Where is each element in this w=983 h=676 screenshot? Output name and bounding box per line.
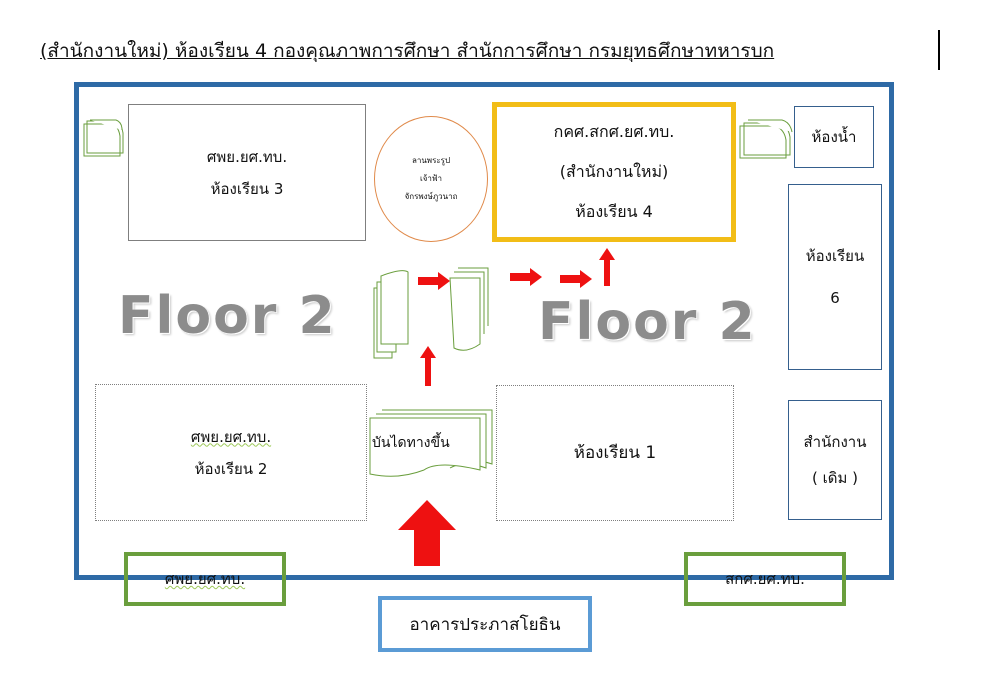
stairs-shape (369, 409, 493, 477)
toilet: ห้องน้ำ (794, 106, 874, 168)
room-3-line2: ห้องเรียน 3 (210, 179, 284, 198)
page-title: (สำนักงานใหม่) ห้องเรียน 4 กองคุณภาพการศ… (40, 40, 775, 62)
old-office-line2: ( เดิม ) (812, 469, 858, 487)
room-4-line1: กคศ.สกศ.ยศ.ทบ. (553, 122, 675, 141)
room-6: ห้องเรียน 6 (788, 184, 882, 370)
building-bottom-label: อาคารประภาสโยธิน (409, 614, 561, 635)
building-left-label: ศพย.ยศ.ทบ. (164, 570, 246, 588)
building-left-label-box: ศพย.ยศ.ทบ. (124, 552, 286, 606)
statue-line2: เจ้าฟ้า (419, 174, 443, 183)
room-1-line1: ห้องเรียน 1 (573, 443, 657, 463)
room-2: ศพย.ยศ.ทบ. ห้องเรียน 2 (95, 384, 367, 521)
room-3-line1: ศพย.ยศ.ทบ. (206, 147, 288, 166)
arrow-up-icon (420, 346, 436, 386)
document-stack-icon (83, 119, 124, 157)
text-cursor (938, 30, 940, 70)
arrow-right-icon (560, 270, 592, 288)
room-1: ห้องเรียน 1 (496, 385, 734, 521)
arrow-right-icon (418, 272, 450, 290)
arrow-up-icon (599, 248, 615, 286)
entrance-arrow-icon (398, 500, 456, 566)
room-4-line2: (สำนักงานใหม่) (559, 162, 669, 181)
room-2-line2: ห้องเรียน 2 (194, 459, 268, 478)
floor-label-left: Floor 2 (118, 286, 337, 346)
floor-label-right: Floor 2 (538, 292, 757, 352)
building-right-label-box: สกศ.ยศ.ทบ. (684, 552, 846, 606)
room-4-new-office: กคศ.สกศ.ยศ.ทบ. (สำนักงานใหม่) ห้องเรียน … (492, 102, 736, 242)
building-bottom-label-box: อาคารประภาสโยธิน (378, 596, 592, 652)
statue-courtyard: ลานพระรูป เจ้าฟ้า จักรพงษ์ภูวนาถ (374, 116, 488, 242)
toilet-label: ห้องน้ำ (811, 128, 857, 146)
room-4-line3: ห้องเรียน 4 (575, 202, 653, 221)
document-stack-icon (373, 270, 409, 359)
room-6-line2: 6 (830, 289, 840, 307)
statue-line3: จักรพงษ์ภูวนาถ (404, 192, 458, 201)
building-right-label: สกศ.ยศ.ทบ. (725, 570, 805, 588)
room-2-line1: ศพย.ยศ.ทบ. (190, 427, 272, 446)
document-stack-icon (739, 119, 793, 159)
statue-line1: ลานพระรูป (411, 156, 451, 165)
room-3: ศพย.ยศ.ทบ. ห้องเรียน 3 (128, 104, 366, 241)
document-stack-icon (449, 267, 489, 351)
room-6-line1: ห้องเรียน (805, 247, 865, 265)
old-office-line1: สำนักงาน (803, 433, 867, 451)
old-office: สำนักงาน ( เดิม ) (788, 400, 882, 520)
arrow-right-icon (510, 268, 542, 286)
stairs-label: บันไดทางขึ้น (372, 435, 450, 451)
building-outline (74, 82, 894, 580)
